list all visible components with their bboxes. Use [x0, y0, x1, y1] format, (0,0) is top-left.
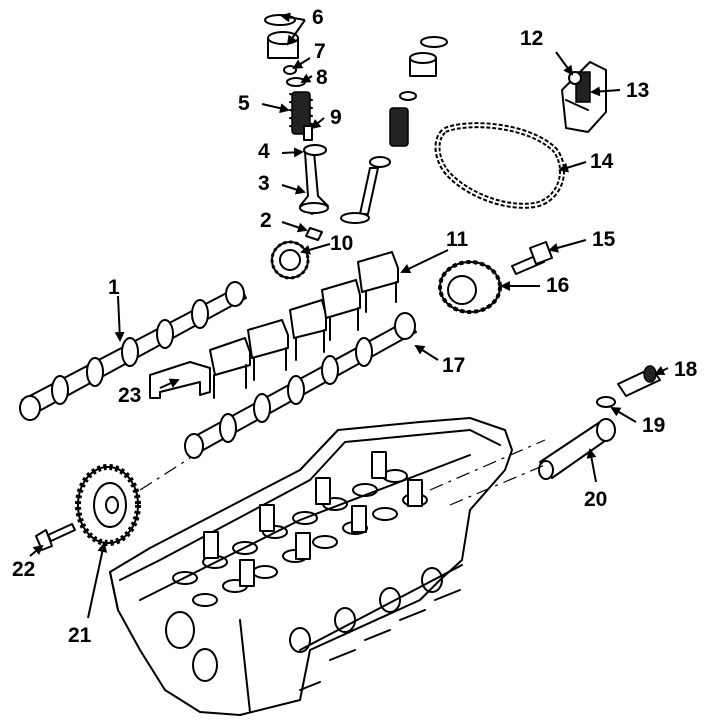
callout-10: 10: [330, 232, 353, 255]
callout-8: 8: [316, 66, 328, 89]
callout-5: 5: [238, 92, 250, 115]
camshaft-intake: [19, 281, 247, 421]
callout-12: 12: [520, 27, 543, 50]
callout-9: 9: [330, 106, 342, 129]
callout-labels: 1 2 3 4 5 6 7 8 9 10 11 12 13 14 15 16 1…: [12, 6, 698, 647]
callout-14: 14: [590, 150, 614, 173]
camshaft-sprocket: [75, 464, 141, 546]
cam-phaser: [438, 260, 502, 314]
callout-23: 23: [118, 384, 141, 407]
callout-15: 15: [592, 228, 616, 251]
callout-21: 21: [68, 624, 92, 647]
callout-4: 4: [258, 140, 270, 163]
cylinder-head: [109, 417, 513, 716]
bolt-15: [511, 241, 553, 275]
callout-18: 18: [674, 358, 698, 381]
callout-19: 19: [642, 414, 665, 437]
timing-chain: [434, 122, 566, 209]
callout-7: 7: [314, 40, 326, 63]
leader-lines: [29, 12, 669, 619]
callout-13: 13: [626, 79, 649, 102]
callout-2: 2: [260, 209, 272, 232]
callout-3: 3: [258, 172, 270, 195]
callout-6: 6: [312, 6, 324, 29]
callout-20: 20: [584, 488, 607, 511]
camshaft-exhaust: [184, 312, 417, 459]
bearing-caps: [149, 251, 399, 399]
callout-1: 1: [108, 276, 120, 299]
callout-22: 22: [12, 558, 35, 581]
callout-17: 17: [442, 354, 465, 377]
callout-16: 16: [546, 274, 569, 297]
chain-tensioner: [561, 61, 607, 133]
oil-control-valve: [538, 365, 661, 480]
callout-11: 11: [446, 228, 469, 251]
valve-train: [264, 14, 448, 280]
